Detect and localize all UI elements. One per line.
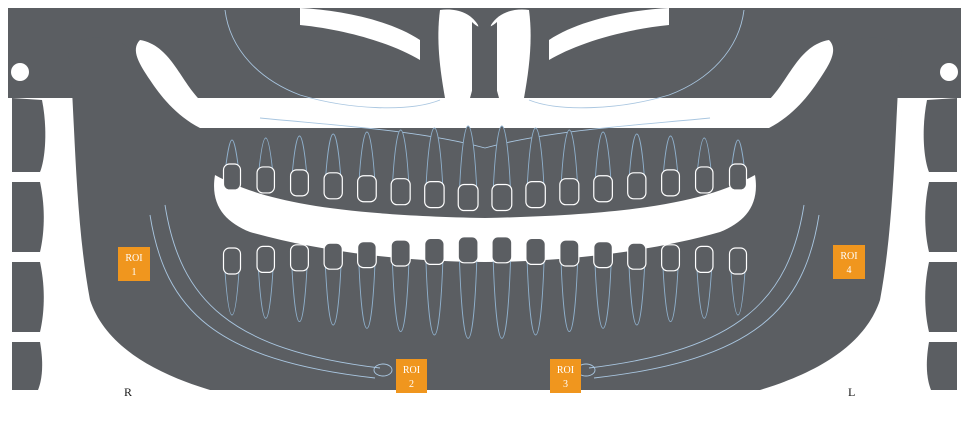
bottom-white: [8, 390, 961, 430]
roi-3-marker: ROI 3: [550, 359, 581, 393]
left-side-label: L: [848, 385, 855, 399]
roi-2-marker: ROI 2: [396, 359, 427, 393]
vertebrae-right: [12, 98, 45, 390]
roi-1-label: ROI: [125, 253, 142, 264]
right-side-label: R: [124, 385, 132, 399]
roi-4-marker: ROI 4: [833, 245, 865, 279]
roi-1-marker: ROI 1: [118, 247, 150, 281]
roi-3-label: ROI: [557, 365, 574, 376]
roi-4-number: 4: [847, 265, 852, 276]
roi-2-label: ROI: [403, 365, 420, 376]
vertebrae-left: [924, 98, 957, 390]
roi-1-number: 1: [132, 267, 137, 278]
roi-4-label: ROI: [840, 251, 857, 262]
roi-3-number: 3: [563, 379, 568, 390]
roi-2-number: 2: [409, 379, 414, 390]
